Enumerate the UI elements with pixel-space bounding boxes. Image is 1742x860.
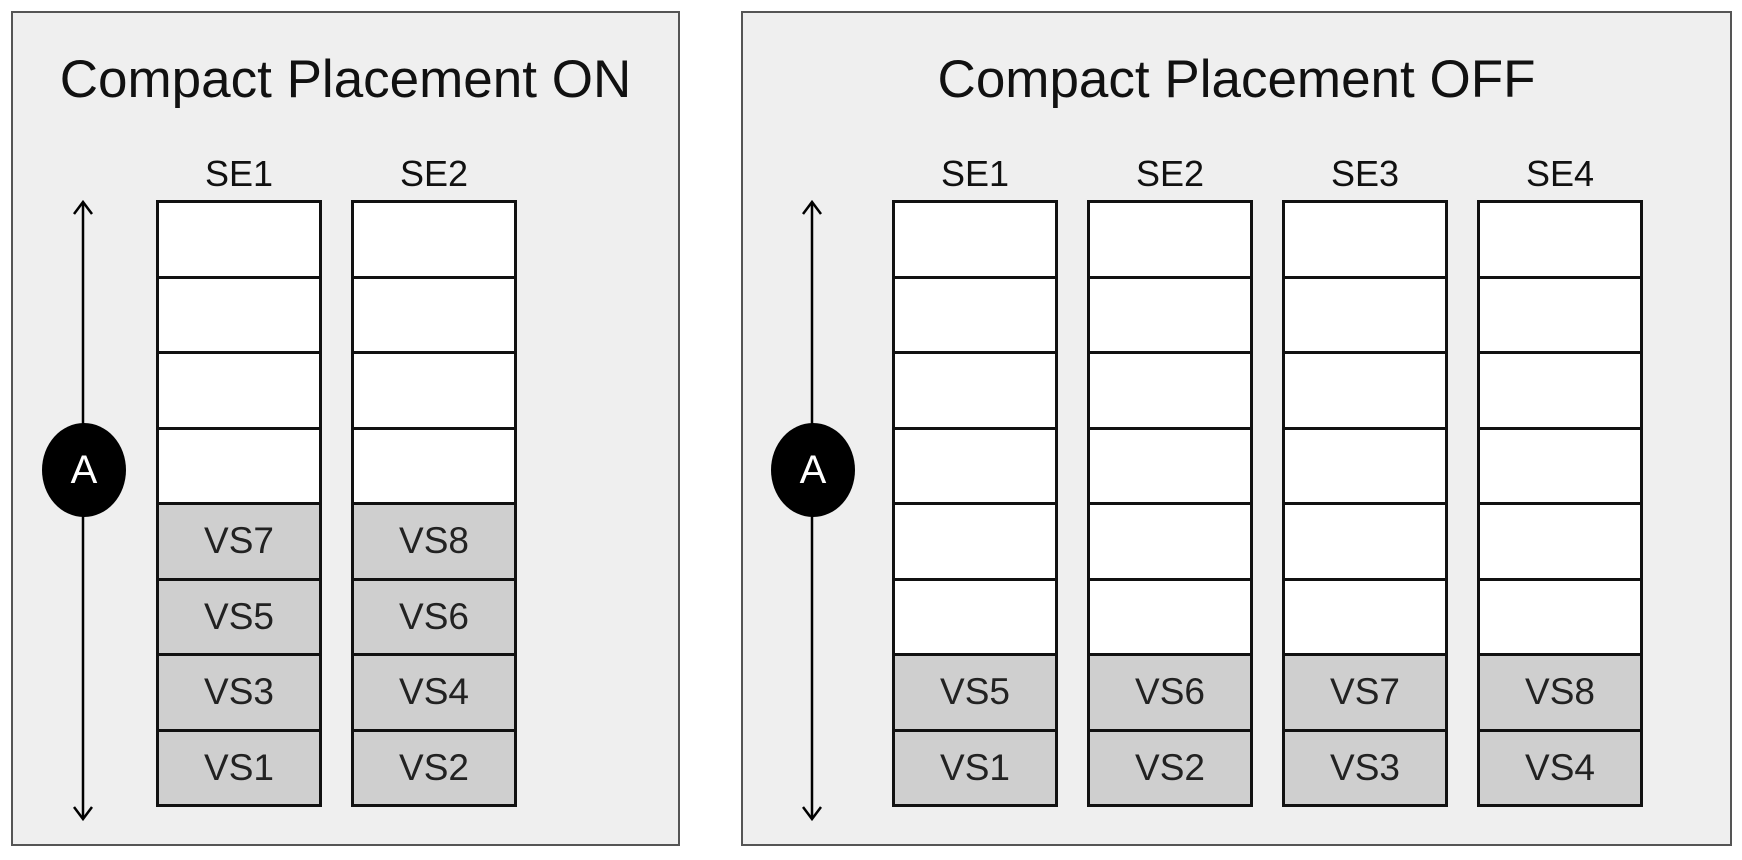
slot (1090, 278, 1250, 354)
slot (1090, 354, 1250, 430)
slot (1285, 203, 1445, 279)
slot (1480, 429, 1640, 505)
panel-title: Compact Placement ON (59, 50, 632, 109)
slot-stack: VS6 VS2 (1087, 200, 1253, 807)
slot (1285, 429, 1445, 505)
slot (1285, 580, 1445, 656)
slot (1480, 505, 1640, 581)
column-label: SE2 (399, 153, 469, 194)
storage-element-column: SE3 VS7 VS3 (1282, 148, 1448, 807)
storage-element-column: SE1 VS7 VS5 VS3 VS1 (156, 148, 322, 807)
slot: VS5 (159, 580, 319, 656)
slot (1285, 505, 1445, 581)
slot (1480, 354, 1640, 430)
slot: VS8 (354, 505, 514, 581)
slot (895, 505, 1055, 581)
slot: VS4 (354, 656, 514, 732)
slot-stack: VS7 VS3 (1282, 200, 1448, 807)
slot: VS6 (1090, 656, 1250, 732)
slot: VS4 (1480, 731, 1640, 804)
slot: VS2 (354, 731, 514, 804)
slot (1090, 429, 1250, 505)
column-label: SE1 (940, 153, 1010, 194)
storage-element-column: SE2 VS8 VS6 VS4 VS2 (351, 148, 517, 807)
slot (1480, 278, 1640, 354)
storage-element-column: SE2 VS6 VS2 (1087, 148, 1253, 807)
panel-title: Compact Placement OFF (937, 50, 1536, 109)
compact-placement-off-panel: Compact Placement OFF A SE1 VS5 VS1 SE2 (741, 11, 1732, 846)
axis-badge: A (771, 423, 855, 517)
slot (159, 203, 319, 279)
slot: VS7 (159, 505, 319, 581)
slot-stack: VS5 VS1 (892, 200, 1058, 807)
storage-element-column: SE4 VS8 VS4 (1477, 148, 1643, 807)
slot (1090, 580, 1250, 656)
slot (895, 278, 1055, 354)
slot (895, 429, 1055, 505)
slot: VS3 (159, 656, 319, 732)
slot: VS2 (1090, 731, 1250, 804)
slot (895, 580, 1055, 656)
compact-placement-on-panel: Compact Placement ON A SE1 VS7 VS5 VS3 V… (11, 11, 680, 846)
slot: VS3 (1285, 731, 1445, 804)
column-label: SE1 (204, 153, 274, 194)
slot (354, 278, 514, 354)
column-label: SE3 (1330, 153, 1400, 194)
slot (159, 429, 319, 505)
slot (1480, 580, 1640, 656)
slot (1090, 203, 1250, 279)
slot (1090, 505, 1250, 581)
slot: VS5 (895, 656, 1055, 732)
slot (895, 354, 1055, 430)
slot (159, 354, 319, 430)
slot (1285, 278, 1445, 354)
column-label: SE4 (1525, 153, 1595, 194)
storage-element-column: SE1 VS5 VS1 (892, 148, 1058, 807)
slot (354, 354, 514, 430)
slot: VS7 (1285, 656, 1445, 732)
slot (1480, 203, 1640, 279)
axis-badge: A (42, 423, 126, 517)
slot-stack: VS8 VS4 (1477, 200, 1643, 807)
slot (1285, 354, 1445, 430)
slot (159, 278, 319, 354)
slot: VS1 (895, 731, 1055, 804)
slot (354, 203, 514, 279)
slot (895, 203, 1055, 279)
slot-stack: VS8 VS6 VS4 VS2 (351, 200, 517, 807)
slot (354, 429, 514, 505)
slot: VS1 (159, 731, 319, 804)
slot: VS8 (1480, 656, 1640, 732)
slot-stack: VS7 VS5 VS3 VS1 (156, 200, 322, 807)
column-label: SE2 (1135, 153, 1205, 194)
slot: VS6 (354, 580, 514, 656)
